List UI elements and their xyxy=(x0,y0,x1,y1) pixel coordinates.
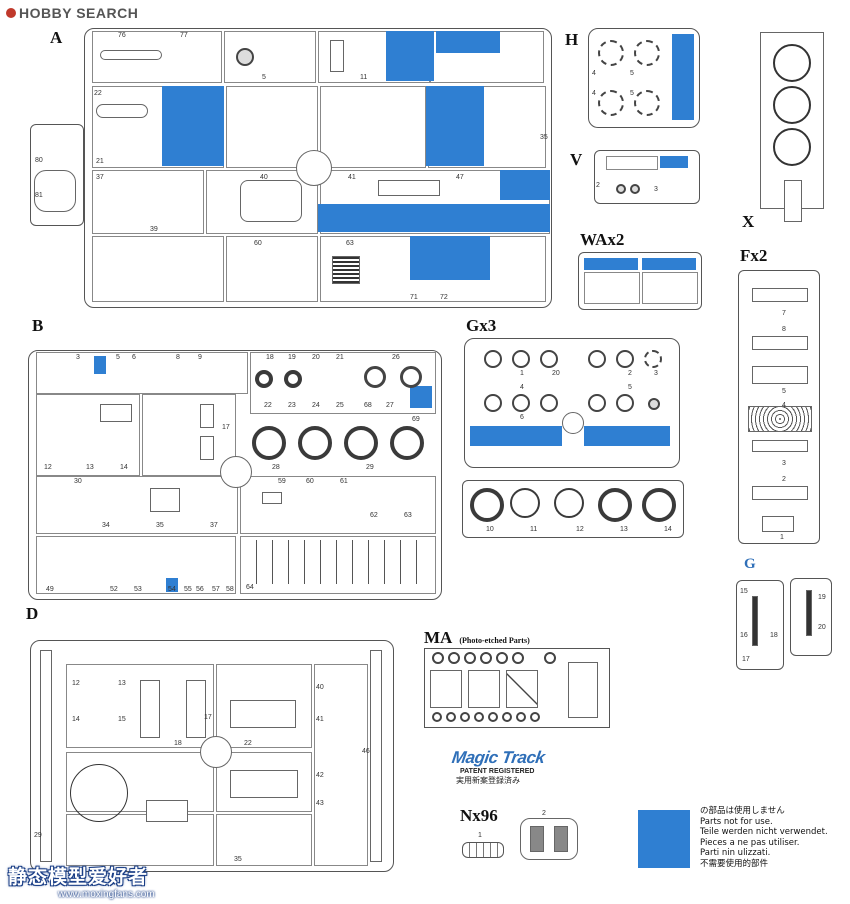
watermark: 静态模型爱好者 www.moxingfans.com xyxy=(8,862,155,900)
watermark-cn: 静态模型爱好者 xyxy=(8,866,149,888)
sprue-ma-note: (Photo-etched Parts) xyxy=(459,636,530,645)
legend-line: Pieces a ne pas utiliser. xyxy=(700,837,800,848)
magic-track-logo: Magic Track PATENT REGISTERED 実用新案登録済み xyxy=(450,748,582,786)
sprue-ma-label: MA (Photo-etched Parts) xyxy=(424,628,530,648)
sprue-d-label: D xyxy=(26,604,39,623)
logo-badge-icon xyxy=(6,8,16,18)
sprue-h-label: H xyxy=(565,30,579,49)
legend-line: Parts not for use. xyxy=(700,816,773,827)
sprue-f-label: Fx2 xyxy=(740,246,768,265)
sprue-b-label: B xyxy=(32,316,44,335)
sprue-v-label: V xyxy=(570,150,583,169)
site-logo-text: HOBBY SEARCH xyxy=(19,5,139,21)
legend-text: の部品は使用しません Parts not for use. Teile werd… xyxy=(700,806,828,869)
sprue-a-label: A xyxy=(50,28,63,47)
site-logo: HOBBY SEARCH xyxy=(6,5,139,21)
magic-track-title: Magic Track xyxy=(450,748,546,767)
legend-line: の部品は使用しません xyxy=(700,806,785,816)
legend-line: Teile werden nicht verwendet. xyxy=(700,827,828,837)
sprue-g-label: G xyxy=(744,556,756,572)
sprue-x-label: X xyxy=(742,212,755,231)
sprue-g3-label: Gx3 xyxy=(466,316,497,335)
sprue-n-label: Nx96 xyxy=(460,806,498,825)
watermark-url: www.moxingfans.com xyxy=(58,889,155,900)
magic-track-patent-jp: 実用新案登録済み xyxy=(456,776,520,785)
legend-swatch xyxy=(638,810,690,868)
legend-line: 不需要使用的部件 xyxy=(700,858,769,869)
sprue-ma-letter: MA xyxy=(424,628,453,647)
sprue-wa-label: WAx2 xyxy=(580,230,625,249)
legend-line: Parti nin ulizzati. xyxy=(700,848,771,858)
magic-track-patent: PATENT REGISTERED xyxy=(460,768,535,775)
